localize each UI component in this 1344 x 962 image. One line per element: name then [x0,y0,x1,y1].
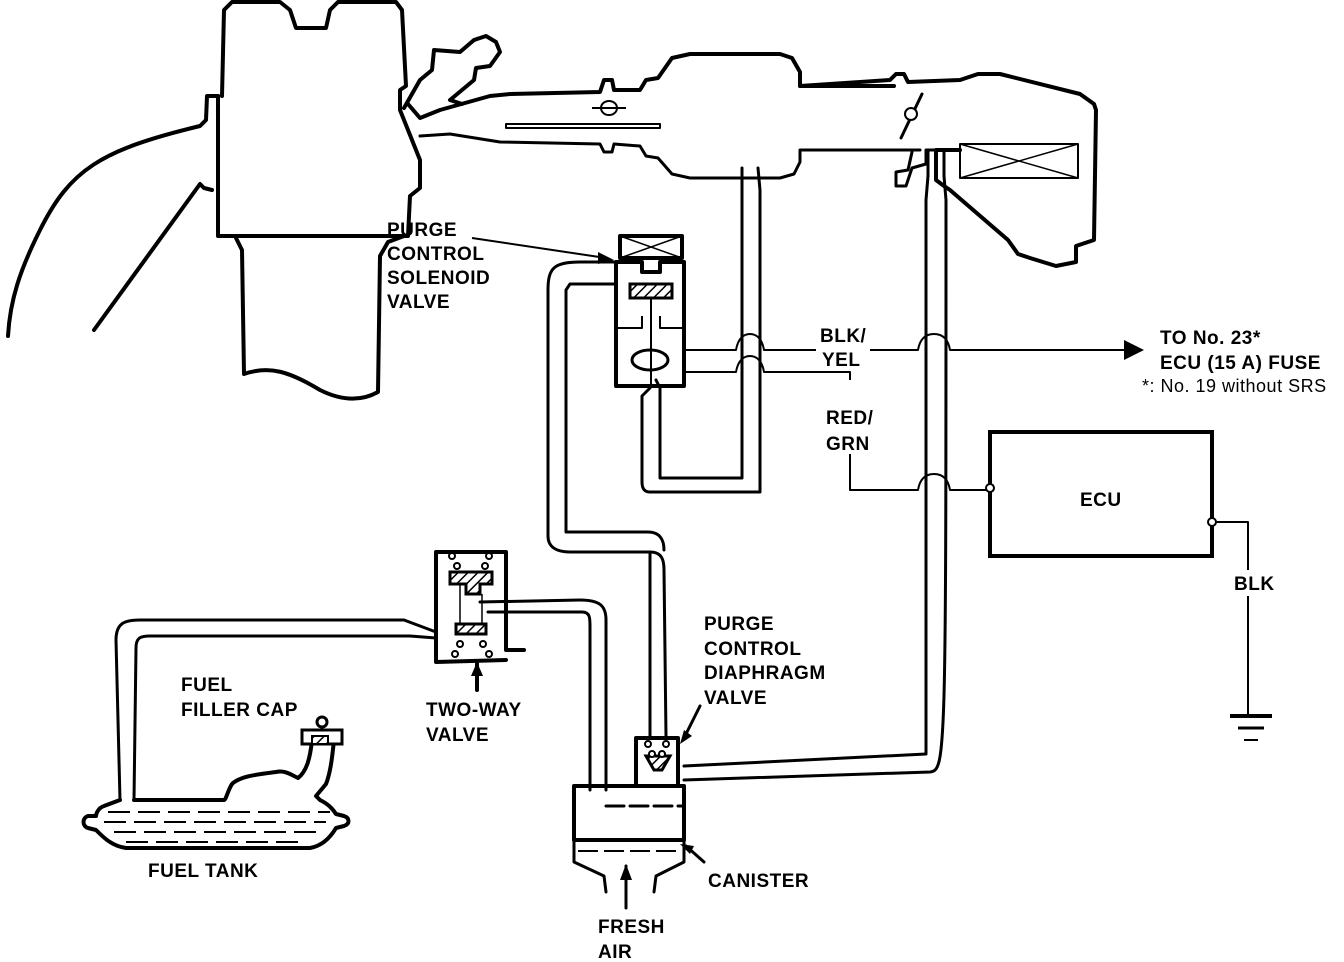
ecu-box[interactable] [988,430,1214,558]
label-red-grn-2: GRN [826,434,870,455]
purge-control-diaphragm-valve[interactable] [634,704,702,788]
svg-text:CONTROL: CONTROL [704,639,801,660]
fuel-tank-body [81,738,351,850]
label-fuse-dest-1: TO No. 23* [1160,328,1261,349]
svg-text:VALVE: VALVE [387,292,450,313]
label-blk-yel-2: YEL [822,350,860,371]
canister[interactable] [572,784,706,910]
two-way-valve-upper-disc [448,570,494,596]
air-cleaner-outline [798,72,1098,268]
fuel-filler-cap-icon [300,715,344,746]
hose-tank-twoway-outer [114,618,438,802]
intake-upper-wall [406,52,896,120]
svg-text:VALVE: VALVE [426,725,489,746]
svg-text:FUEL: FUEL [181,675,233,696]
hose-twoway-canister-inner [486,610,592,792]
solenoid-diaphragm [630,348,670,372]
exhaust-manifold-upper [6,94,220,338]
ground-icon [1230,714,1272,741]
label-fuse-dest-2: ECU (15 A) FUSE [1160,353,1321,374]
hose-solenoid-diaphragm-inner [564,282,666,552]
svg-text:SOLENOID: SOLENOID [387,268,490,289]
cylinder-head [216,0,422,238]
label-fuse-note: *: No. 19 without SRS [1142,376,1327,396]
hose-throttle-diaphragm-outer [682,148,948,782]
label-ecu: ECU [1080,490,1122,511]
fuel-tank[interactable] [81,715,351,850]
intake-runner-slot [505,123,661,129]
label-red-grn-1: RED/ [826,408,874,429]
svg-text:PURGE: PURGE [704,614,774,635]
two-way-valve-body [434,550,526,664]
svg-text:FILLER CAP: FILLER CAP [181,700,298,721]
purge-solenoid-pointer [471,237,607,259]
hose-tank-twoway-inner [132,634,438,802]
label-two-way-valve: TWO-WAY VALVE [426,700,522,746]
wire-blk-yel-right [870,333,1124,351]
canister-body [572,784,686,842]
label-purge-solenoid: PURGE CONTROL SOLENOID VALVE [387,220,490,313]
svg-text:PURGE: PURGE [387,220,457,241]
intake-lower-wall [418,132,922,180]
engine-block [234,234,406,401]
svg-text:AIR: AIR [598,942,632,962]
diaphragm-valve-disc [643,754,673,772]
two-way-valve-lower-disc [454,622,488,636]
crankcase-breather [402,34,502,110]
exhaust-manifold-lower [92,182,214,332]
label-fuel-tank: FUEL TANK [148,861,258,882]
svg-text:TWO-WAY: TWO-WAY [426,700,522,721]
hose-solenoid-diaphragm-outer [546,260,668,738]
idle-port [894,148,946,188]
fuse-arrow-icon [1124,340,1144,360]
labels: PURGE CONTROL SOLENOID VALVE BLK/ YEL RE… [148,220,1327,962]
hose-twoway-canister-outer [478,598,608,792]
label-fuel-filler-cap: FUEL FILLER CAP [181,675,298,721]
ecu-terminal-ground [1207,517,1217,527]
svg-text:DIAPHRAGM: DIAPHRAGM [704,663,826,684]
svg-text:CONTROL: CONTROL [387,244,484,265]
label-purge-diaphragm: PURGE CONTROL DIAPHRAGM VALVE [704,614,826,709]
wiring [684,333,1272,741]
engine-assembly [6,0,1098,401]
diaphragm-valve-body [634,736,680,788]
svg-text:FRESH: FRESH [598,917,665,938]
svg-text:VALVE: VALVE [704,688,767,709]
ecu-terminal-input [985,483,995,493]
wire-red-grn-upper [684,355,851,380]
solenoid-plunger [628,282,674,300]
hose-throttle-diaphragm-inner [682,148,930,768]
canister-left-funnel [572,838,608,894]
solenoid-seat [616,316,684,329]
canister-right-funnel [652,838,686,894]
label-blk-yel-1: BLK/ [820,326,867,347]
label-blk: BLK [1234,574,1275,595]
two-way-valve[interactable] [434,550,526,692]
wire-blk-upper [1216,521,1249,570]
solenoid-body [614,260,686,388]
fuel-level-lines [104,811,330,843]
wire-red-grn-lower [849,454,988,491]
hose-manifold-solenoid-inner [654,166,744,480]
throttle-plate [899,92,924,140]
label-canister: CANISTER [708,871,809,892]
purge-control-solenoid-valve[interactable] [614,234,686,388]
wire-blk-yel-left [684,333,816,351]
label-fresh-air: FRESH AIR [598,917,665,962]
hose-manifold-solenoid-outer [640,166,762,494]
